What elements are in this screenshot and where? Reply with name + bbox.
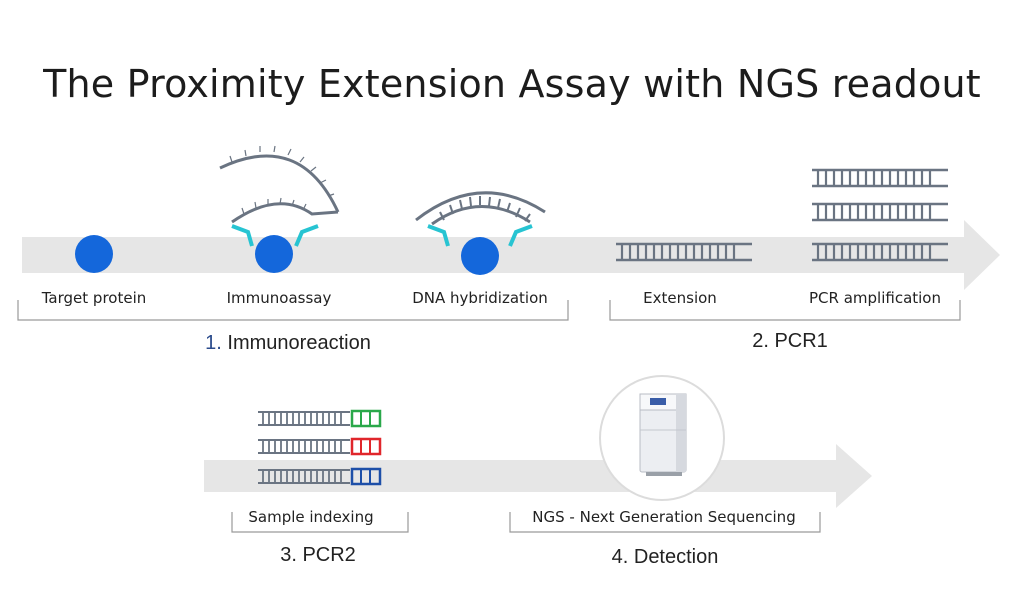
- antibody-icon: [508, 224, 533, 247]
- label-pcr-amplification: PCR amplification: [809, 289, 941, 307]
- antibody-icon: [427, 224, 450, 247]
- group-detection: 4. Detection: [611, 546, 719, 568]
- immunoassay-illustration: [219, 145, 340, 273]
- label-target-protein: Target protein: [41, 289, 147, 307]
- group-immunoreaction: 1. Immunoreaction: [205, 332, 371, 355]
- top-arrow: [22, 220, 1000, 290]
- dna-duplex-icon: [810, 202, 950, 222]
- indexed-duplex-blue: [257, 467, 382, 486]
- bracket-immunoreaction: [17, 300, 569, 321]
- label-dna-hybridization: DNA hybridization: [412, 289, 548, 307]
- sequencer-icon: [599, 375, 725, 501]
- target-protein-icon: [75, 235, 113, 273]
- group-pcr2: 3. PCR2: [280, 544, 356, 566]
- bracket-pcr1: [609, 300, 961, 321]
- label-sample-indexing: Sample indexing: [248, 508, 374, 526]
- group-pcr1: 2. PCR1: [752, 330, 828, 352]
- diagram-title: The Proximity Extension Assay with NGS r…: [43, 62, 981, 106]
- bracket-pcr2: [231, 512, 409, 533]
- label-ngs: NGS - Next Generation Sequencing: [532, 508, 796, 526]
- dna-duplex-icon: [810, 168, 950, 188]
- label-extension: Extension: [643, 289, 717, 307]
- antibody-icon: [294, 224, 319, 247]
- group-immunoreaction-label: Immunoreaction: [227, 332, 371, 354]
- target-protein-icon: [461, 237, 499, 275]
- label-immunoassay: Immunoassay: [226, 289, 332, 307]
- group-immunoreaction-number: 1.: [205, 332, 222, 354]
- target-protein-icon: [255, 235, 293, 273]
- dna-hybridization-illustration: [415, 191, 546, 275]
- indexed-duplex-red: [257, 437, 382, 456]
- bracket-detection: [509, 512, 821, 533]
- indexed-duplex-green: [257, 409, 382, 428]
- antibody-icon: [231, 224, 254, 247]
